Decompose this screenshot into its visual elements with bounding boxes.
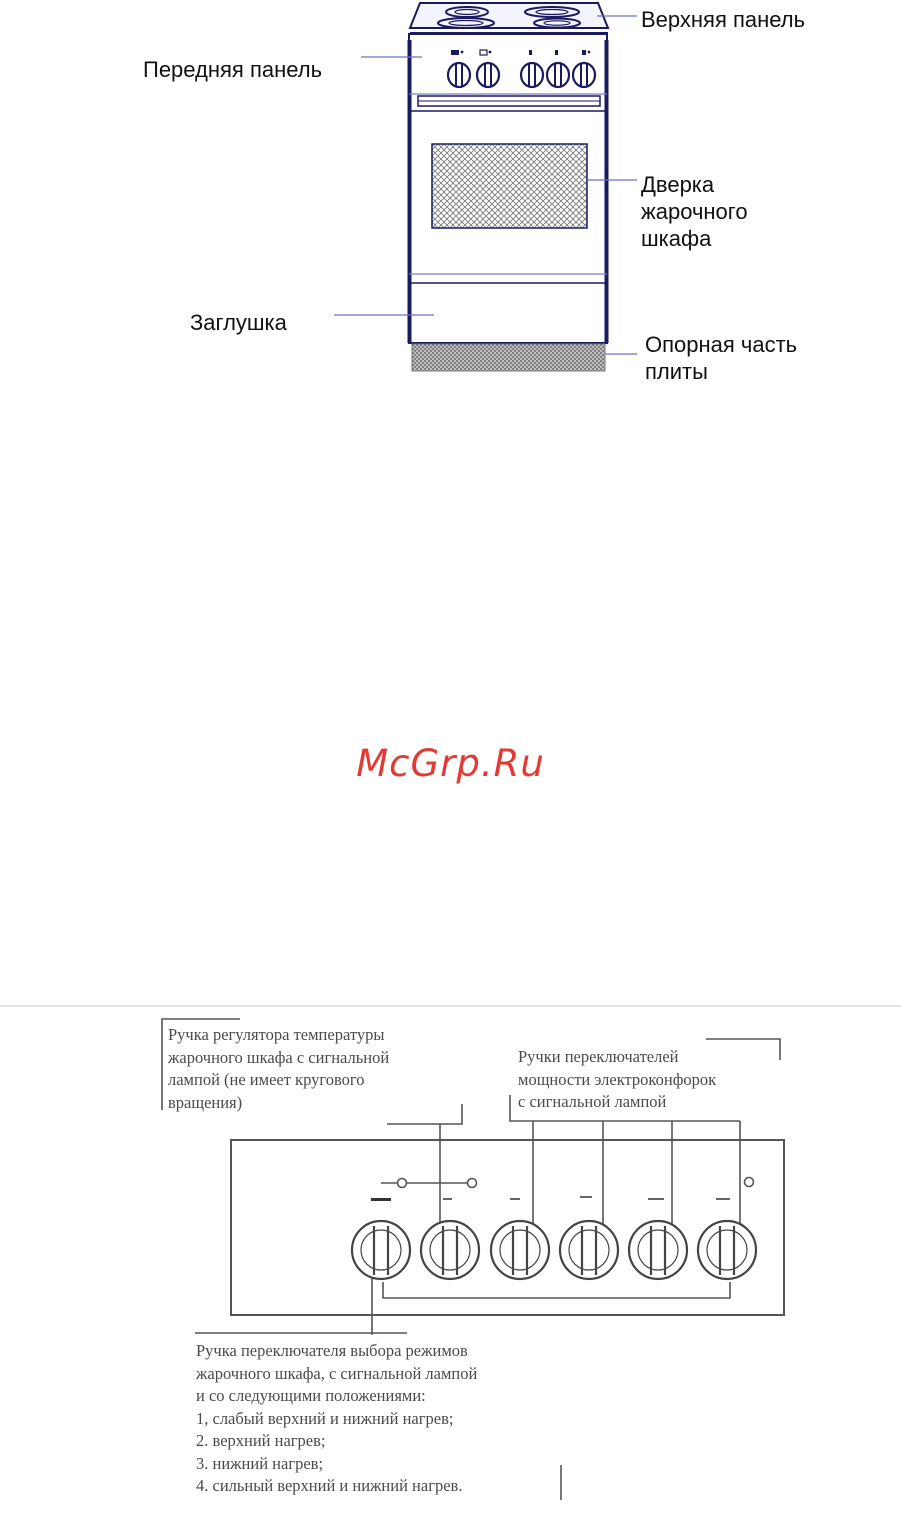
knob-hotplate-2: [558, 1219, 620, 1281]
label-line: 4. сильный верхний и нижний нагрев.: [196, 1476, 463, 1495]
label-line: плиты: [645, 359, 708, 384]
label-line: Ручка регулятора температуры: [168, 1025, 385, 1044]
label-line: с сигнальной лампой: [518, 1092, 667, 1111]
control-knobs: [350, 1219, 758, 1281]
leader-lines: [334, 15, 637, 355]
label-top-panel: Верхняя панель: [641, 7, 806, 32]
front-panel-symbols: [451, 49, 591, 56]
label-line: 3. нижний нагрев;: [196, 1453, 324, 1473]
label-plug: Заглушка: [190, 310, 287, 335]
control-panel: [230, 1139, 785, 1316]
label-thermostat-knob: Ручка регулятора температуры жарочного ш…: [168, 1024, 389, 1114]
label-line: жарочного: [641, 199, 748, 224]
label-line: вращения): [168, 1092, 243, 1112]
label-hotplate-switches: Ручки переключателей мощности электрокон…: [518, 1046, 716, 1114]
front-panel-knobs: [446, 61, 597, 89]
label-mode-switch: Ручка переключателя выбора режимов жароч…: [196, 1340, 477, 1498]
label-line: Ручки переключателей: [518, 1047, 679, 1066]
connector-lines: [371, 1121, 755, 1335]
label-line: жарочного шкафа с сигнальной: [168, 1047, 390, 1067]
label-line: Ручка переключателя выбора режимов: [196, 1341, 468, 1360]
front-panel: [409, 49, 607, 95]
knob-hotplate-1: [489, 1219, 551, 1281]
label-line: 1, слабый верхний и нижний нагрев;: [196, 1408, 454, 1428]
oven-door: [409, 95, 607, 284]
knob-oven-thermostat: [419, 1219, 481, 1281]
stove-top-panel: [408, 2, 610, 34]
knob-symbols: [371, 1196, 730, 1201]
label-line: мощности электроконфорок: [518, 1069, 717, 1089]
label-line: лампой (не имеет кругового: [168, 1070, 365, 1089]
knob-hotplate-4: [696, 1219, 758, 1281]
label-front-panel: Передняя панель: [143, 57, 323, 82]
label-line: 2. верхний нагрев;: [196, 1431, 326, 1450]
label-line: шкафа: [641, 226, 712, 251]
label-base: Опорная часть плиты: [645, 331, 797, 385]
knob-hotplate-3: [627, 1219, 689, 1281]
stove-illustration: [334, 2, 637, 372]
label-line: и со следующими положениями:: [196, 1386, 426, 1405]
watermark: McGrp.Ru: [356, 742, 545, 785]
knob-oven-mode: [350, 1219, 412, 1281]
label-line: Опорная часть: [645, 332, 798, 357]
label-line: Дверка: [641, 172, 715, 197]
stove-base: [411, 343, 606, 372]
label-line: жарочного шкафа, с сигнальной лампой: [196, 1363, 478, 1383]
label-oven-door: Дверка жарочного шкафа: [641, 171, 748, 252]
